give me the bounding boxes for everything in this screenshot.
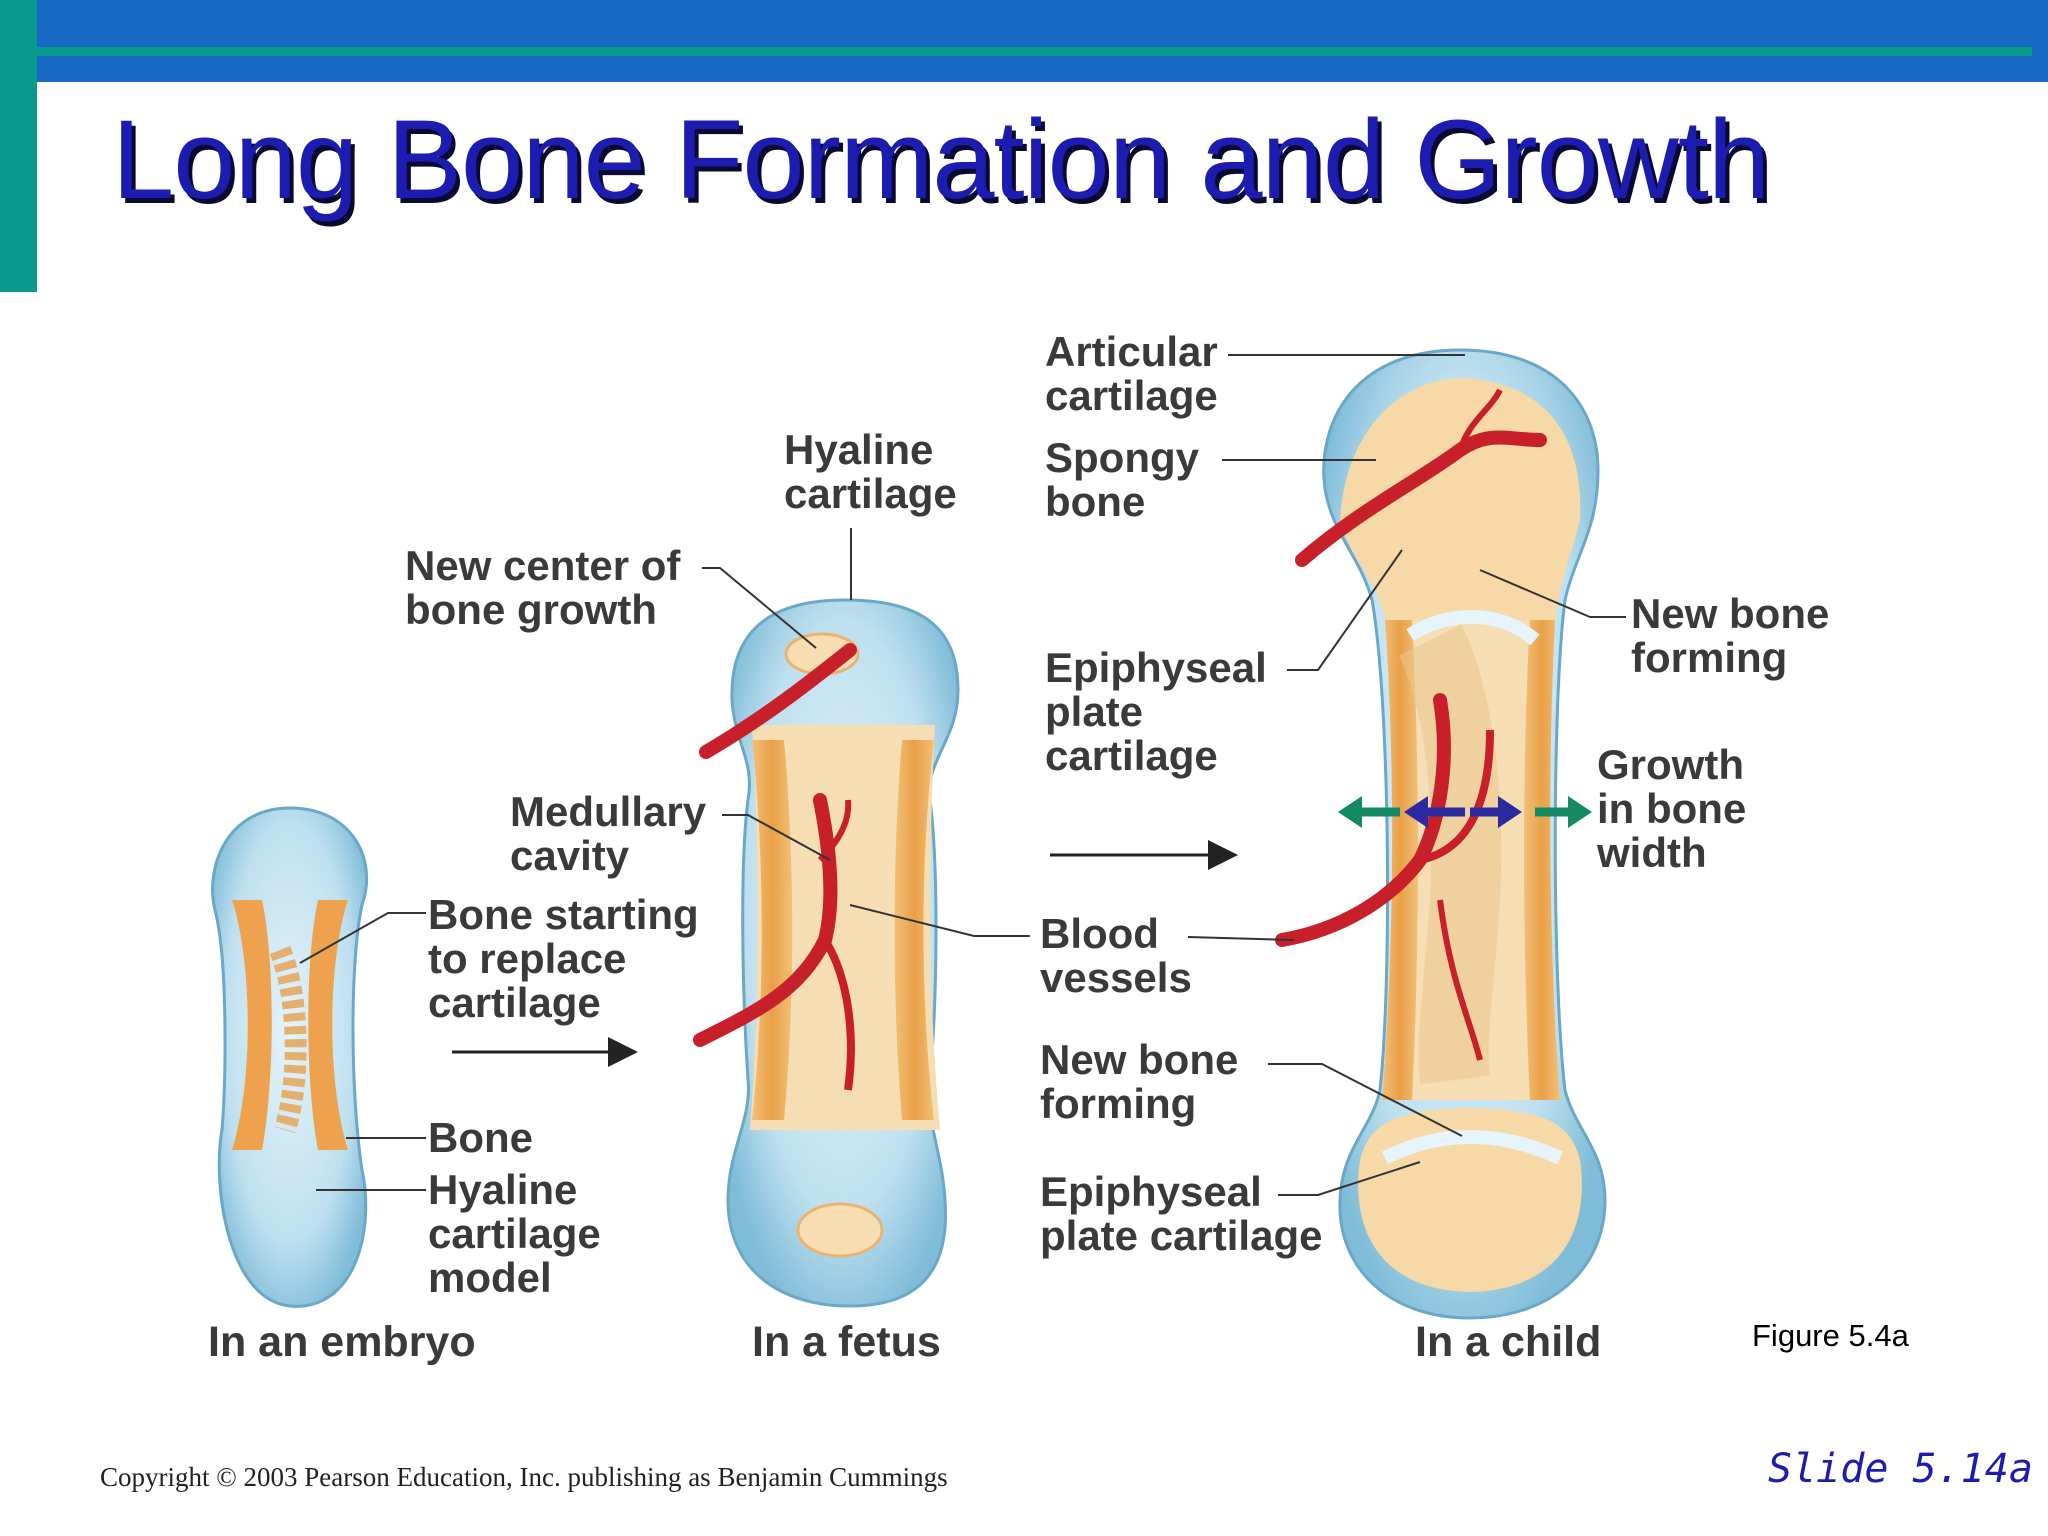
label-new-bone-forming-lower: New bone forming xyxy=(1040,1036,1239,1127)
caption-in-a-child: In a child xyxy=(1415,1318,1602,1366)
label-spongy-bone: Spongy bone xyxy=(1045,434,1199,525)
caption-in-a-fetus: In a fetus xyxy=(752,1318,941,1366)
label-growth-in-bone-width: Growth in bone width xyxy=(1597,741,1747,876)
copyright-notice: Copyright © 2003 Pearson Education, Inc.… xyxy=(100,1462,948,1492)
label-hyaline-cartilage-fetus: Hyaline cartilage xyxy=(784,426,957,517)
child-bone xyxy=(1275,348,1607,1320)
label-bone: Bone xyxy=(428,1114,533,1161)
label-epiphyseal-plate-cartilage-lower: Epiphyseal plate cartilage xyxy=(1040,1168,1323,1259)
label-blood-vessels: Blood vessels xyxy=(1040,910,1192,1001)
fetus-bone xyxy=(693,598,960,1308)
label-new-center-of-bone-growth: New center of bone growth xyxy=(405,542,681,633)
banner-stripe xyxy=(36,47,2032,56)
caption-in-an-embryo: In an embryo xyxy=(208,1318,476,1366)
figure-reference: Figure 5.4a xyxy=(1752,1318,1909,1353)
top-banner xyxy=(0,0,2048,82)
embryo-bone xyxy=(211,806,368,1308)
label-hyaline-cartilage-model: Hyaline cartilage model xyxy=(428,1166,601,1301)
label-new-bone-forming-upper: New bone forming xyxy=(1631,590,1830,681)
slide-title: Long Bone Formation and Growth xyxy=(112,97,1770,222)
leader-lines xyxy=(299,354,1626,1196)
label-epiphyseal-plate-cartilage-upper: Epiphyseal plate cartilage xyxy=(1045,644,1267,779)
label-bone-starting-to-replace-cartilage: Bone starting to replace cartilage xyxy=(428,891,699,1026)
growth-width-arrows xyxy=(1338,796,1592,828)
left-accent-bar xyxy=(0,0,37,292)
label-medullary-cavity: Medullary cavity xyxy=(510,788,707,879)
label-articular-cartilage: Articular cartilage xyxy=(1045,328,1218,419)
slide-number: Slide 5.14a xyxy=(1768,1446,2033,1492)
